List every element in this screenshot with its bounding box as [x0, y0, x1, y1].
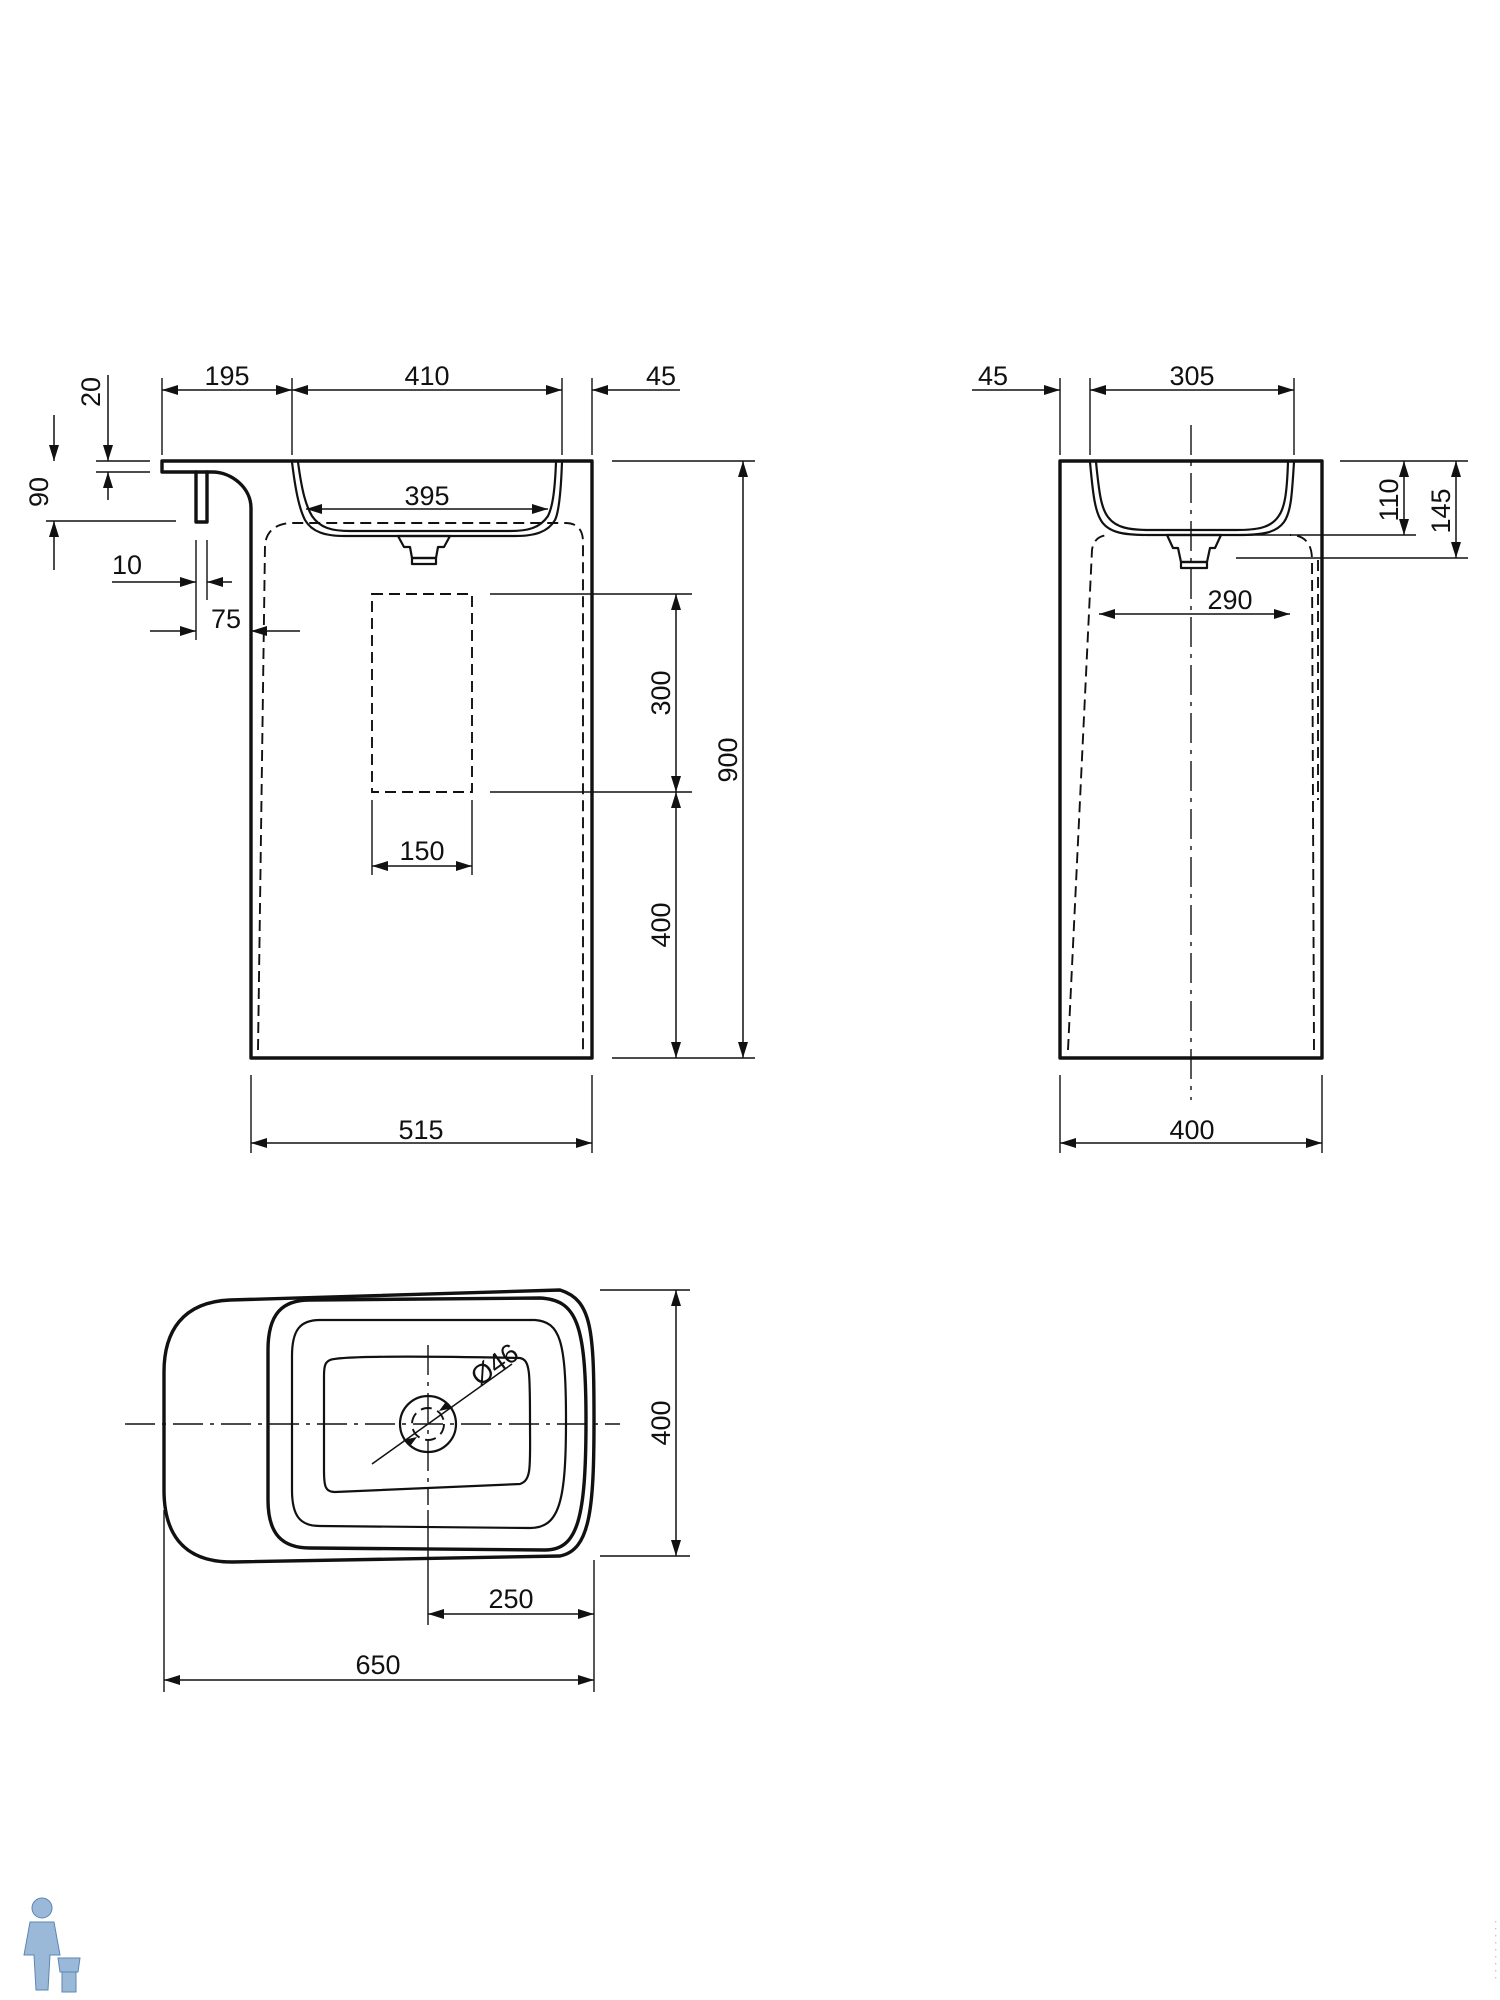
top-basin-inner [290, 1318, 568, 1530]
plumber-figure-icon [23, 1897, 81, 1993]
dim-front-150: 150 [399, 836, 444, 866]
dim-side-45: 45 [978, 361, 1008, 391]
dim-front-395: 395 [404, 481, 449, 511]
top-outer-outline [162, 1288, 596, 1564]
side-basin-profile-inner [1094, 461, 1290, 532]
front-basin-profile-inner [296, 461, 558, 533]
front-tap-spout [194, 470, 209, 524]
watermark-vertical-mark: · · · · · · · · · [1489, 1920, 1500, 1979]
dim-front-20: 20 [76, 377, 106, 407]
side-basin-profile [1088, 461, 1296, 537]
front-hidden-inner-contour [257, 522, 584, 1051]
dim-front-515: 515 [398, 1115, 443, 1145]
dim-front-300: 300 [646, 670, 676, 715]
dim-front-400: 400 [646, 902, 676, 947]
front-body-outline [160, 459, 594, 1060]
dim-side-305: 305 [1169, 361, 1214, 391]
dim-top-250: 250 [488, 1584, 533, 1614]
dim-front-410: 410 [404, 361, 449, 391]
dim-side-110: 110 [1374, 478, 1404, 521]
dim-front-900: 900 [713, 737, 743, 782]
side-view [972, 378, 1468, 1153]
side-drain-nut [1179, 560, 1209, 570]
front-hidden-opening [371, 593, 473, 793]
front-view [46, 375, 755, 1153]
dim-front-45: 45 [646, 361, 676, 391]
dim-front-10: 10 [112, 550, 142, 580]
front-drain-fitting [396, 534, 452, 560]
side-hidden-right [1289, 534, 1315, 1051]
dim-side-400: 400 [1169, 1115, 1214, 1145]
dim-side-290: 290 [1207, 585, 1252, 615]
top-basin-rim [266, 1296, 588, 1552]
side-drain-fitting [1165, 533, 1223, 564]
dim-top-650: 650 [355, 1650, 400, 1680]
top-view [125, 1288, 690, 1692]
dim-front-75: 75 [211, 604, 241, 634]
dim-top-diameter: Ø46 [465, 1338, 524, 1392]
side-body-outline [1058, 459, 1324, 1060]
side-hidden-left [1067, 534, 1111, 1051]
dim-side-145: 145 [1426, 488, 1456, 533]
front-drain-nut [410, 556, 438, 566]
dim-top-400: 400 [646, 1400, 676, 1445]
dim-front-195: 195 [204, 361, 249, 391]
dim-front-90: 90 [24, 477, 54, 507]
top-basin-floor [322, 1355, 532, 1494]
